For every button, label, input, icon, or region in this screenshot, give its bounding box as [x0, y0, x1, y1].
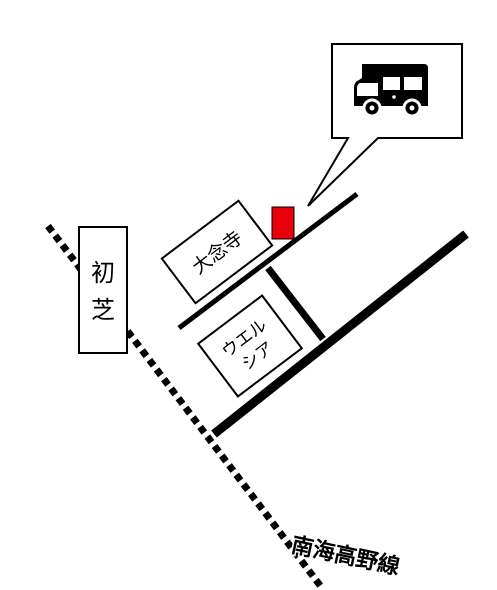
railway-label: 南海高野線 — [287, 531, 403, 582]
callout-bubble — [307, 43, 463, 207]
side-road — [177, 192, 359, 330]
temple-dainenji: 大念寺 — [160, 199, 274, 305]
store-welcia: ウエル シア — [196, 294, 304, 398]
camper-van-icon — [354, 64, 428, 118]
railway-label-text: 南海高野線 — [289, 532, 402, 580]
station-label-char-1: 初 — [91, 260, 115, 287]
station-label-char-2: 芝 — [91, 297, 115, 324]
destination-marker-icon — [271, 206, 295, 240]
connector-road — [265, 265, 326, 342]
main-road — [211, 230, 469, 438]
station-hatsushiba: 初 芝 — [78, 226, 128, 354]
